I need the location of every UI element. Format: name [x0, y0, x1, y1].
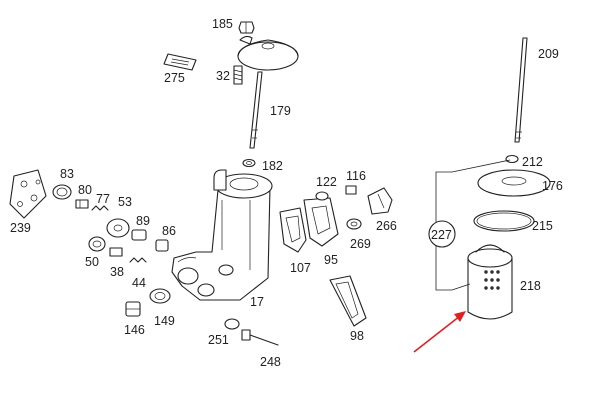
label-44: 44	[132, 276, 146, 290]
part-86-piston	[155, 239, 169, 252]
label-182: 182	[262, 159, 283, 173]
part-176-cover	[477, 169, 551, 197]
part-89-sleeve	[131, 229, 147, 241]
part-248-bolt	[241, 329, 279, 346]
part-185-nut	[238, 21, 255, 34]
part-107-gasket	[279, 207, 307, 253]
part-cover-cap	[237, 35, 299, 71]
label-98: 98	[350, 329, 364, 343]
label-239: 239	[10, 221, 31, 235]
part-17-filter-housing	[171, 169, 273, 301]
label-248: 248	[260, 355, 281, 369]
label-149: 149	[154, 314, 175, 328]
label-38: 38	[110, 265, 124, 279]
part-50-cap	[88, 236, 106, 252]
part-218-filter-element	[467, 244, 513, 320]
part-215-o-ring	[473, 210, 535, 232]
part-38-plug	[109, 247, 123, 257]
label-17: 17	[250, 295, 264, 309]
label-215: 215	[532, 219, 553, 233]
label-227: 227	[431, 228, 452, 242]
part-212-washer	[505, 154, 519, 164]
part-95-cover	[303, 197, 339, 247]
label-266: 266	[376, 219, 397, 233]
part-266-sensor	[367, 187, 393, 215]
label-146: 146	[124, 323, 145, 337]
label-275: 275	[164, 71, 185, 85]
part-182-washer	[242, 158, 256, 168]
part-227-kit-bracket	[428, 159, 511, 291]
part-80-bolt	[75, 199, 89, 209]
label-212: 212	[522, 155, 543, 169]
label-32: 32	[216, 69, 230, 83]
label-176: 176	[542, 179, 563, 193]
label-53: 53	[118, 195, 132, 209]
label-77: 77	[96, 192, 110, 206]
part-146-screw	[125, 301, 141, 317]
label-95: 95	[324, 253, 338, 267]
label-218: 218	[520, 279, 541, 293]
part-149-ring	[149, 288, 171, 304]
label-89: 89	[136, 214, 150, 228]
part-251-nut	[224, 318, 240, 330]
part-116-screw	[345, 185, 357, 195]
part-83-plug	[52, 184, 72, 200]
label-179: 179	[270, 104, 291, 118]
part-275-label-plate	[163, 53, 197, 71]
label-122: 122	[316, 175, 337, 189]
label-83: 83	[60, 167, 74, 181]
label-251: 251	[208, 333, 229, 347]
part-32-spring	[233, 65, 243, 85]
label-116: 116	[346, 169, 366, 183]
label-50: 50	[85, 255, 99, 269]
label-185: 185	[212, 17, 233, 31]
part-209-rod	[514, 37, 528, 143]
label-209: 209	[538, 47, 559, 61]
part-53-valve	[106, 218, 130, 238]
part-98-gasket	[329, 275, 367, 327]
red-arrow	[413, 311, 466, 353]
part-122-plug	[315, 191, 329, 201]
label-269: 269	[350, 237, 371, 251]
part-269-seal	[346, 218, 362, 230]
part-44-spring	[129, 257, 147, 263]
label-86: 86	[162, 224, 176, 238]
label-80: 80	[78, 183, 92, 197]
part-239-gasket	[9, 169, 47, 219]
part-179-rod	[249, 71, 263, 149]
part-77-spring	[91, 205, 109, 211]
label-107: 107	[290, 261, 311, 275]
